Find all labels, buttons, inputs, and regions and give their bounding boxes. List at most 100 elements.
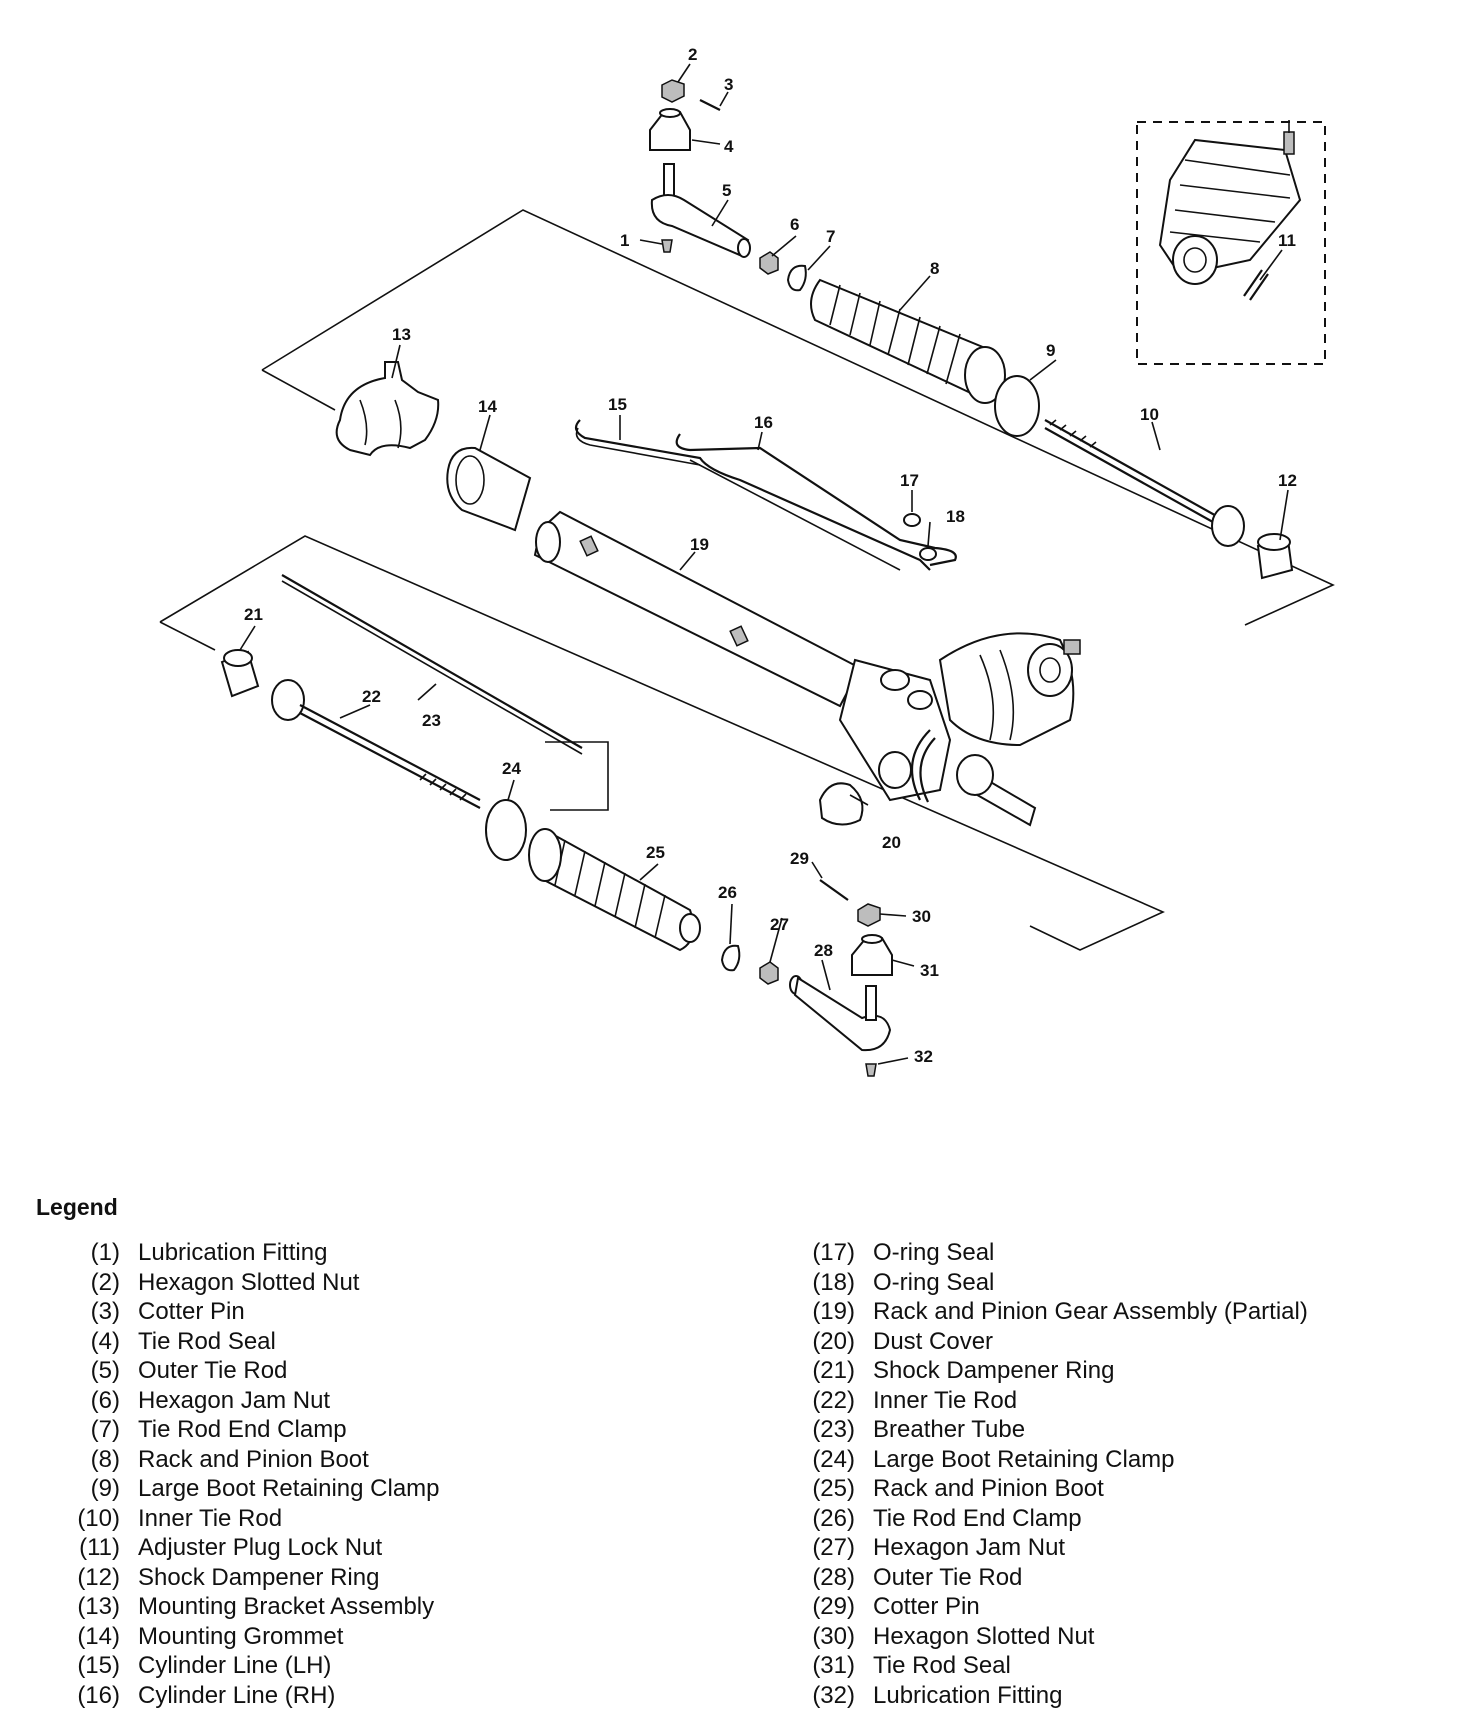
legend-item: (23) Breather Tube <box>795 1415 1308 1445</box>
legend-item: (20)Dust Cover <box>795 1327 1308 1357</box>
legend-item-label: Breather Tube <box>873 1416 1026 1443</box>
legend-item: (17)O-ring Seal <box>795 1238 1308 1268</box>
legend-item-number: (30) <box>812 1622 855 1650</box>
legend-item-number: (28) <box>812 1563 855 1591</box>
legend-item-label: Hexagon Slotted Nut <box>873 1622 1095 1650</box>
legend-item: (19)Rack and Pinion Gear Assembly (Parti… <box>795 1297 1308 1327</box>
legend-item: (21)Shock Dampener Ring <box>795 1356 1308 1386</box>
legend-item-number: (10) <box>77 1504 120 1532</box>
legend-item: (11)Adjuster Plug Lock Nut <box>60 1533 440 1563</box>
legend-item-label: Lubrication Fitting <box>138 1239 328 1266</box>
legend-item: (8)Rack and Pinion Boot <box>60 1445 440 1475</box>
legend-item-number: (5) <box>90 1357 120 1384</box>
legend-item: (2)Hexagon Slotted Nut <box>60 1268 440 1298</box>
o-ring-17 <box>903 513 921 527</box>
callout-11: 11 <box>1278 231 1296 250</box>
legend-item: (14) Mounting Grommet <box>60 1622 440 1652</box>
legend-item-label: Tie Rod End Clamp <box>138 1416 347 1443</box>
legend-item-label: Dust Cover <box>873 1327 994 1355</box>
legend-item-number: (13) <box>77 1593 120 1620</box>
callout-31: 31 <box>920 961 939 980</box>
legend-item-label: Cotter Pin <box>138 1298 245 1325</box>
legend-column-left: (1) Lubrication Fitting(2)Hexagon Slotted… <box>60 1238 440 1711</box>
inner-tie-rod-10 <box>1044 419 1245 547</box>
tie-rod-seal-31 <box>851 934 893 976</box>
legend-item-label: Cotter Pin <box>873 1593 980 1620</box>
callout-12: 12 <box>1278 471 1297 490</box>
legend-item-label: O-ring Seal <box>873 1268 995 1296</box>
large-boot-clamp-24 <box>485 799 527 861</box>
outer-tie-rod-5 <box>650 163 751 258</box>
legend-item: (18) O-ring Seal <box>795 1268 1308 1298</box>
callout-23: 23 <box>422 711 441 730</box>
legend-item: (30) Hexagon Slotted Nut <box>795 1622 1308 1652</box>
legend-item: (6)Hexagon Jam Nut <box>60 1386 440 1416</box>
legend-item-number: (23) <box>812 1416 855 1443</box>
inner-tie-rod-22 <box>271 679 481 809</box>
legend-item-number: (22) <box>812 1386 855 1414</box>
legend-item: (16)Cylinder Line (RH) <box>60 1681 440 1711</box>
callout-24: 24 <box>502 759 521 778</box>
tie-rod-seal-4 <box>649 108 691 151</box>
legend-item-label: Large Boot Retaining Clamp <box>138 1475 440 1502</box>
callout-16: 16 <box>754 413 773 432</box>
legend-item-number: (9) <box>90 1475 120 1502</box>
callout-20: 20 <box>882 833 901 852</box>
legend-item: (1) Lubrication Fitting <box>60 1238 440 1268</box>
callout-5: 5 <box>722 181 731 200</box>
legend-item: (31) Tie Rod Seal <box>795 1651 1308 1681</box>
callout-14: 14 <box>478 397 497 416</box>
legend-item-number: (18) <box>812 1268 855 1296</box>
legend-item-label: Outer Tie Rod <box>873 1563 1023 1591</box>
legend-item: (26)Tie Rod End Clamp <box>795 1504 1308 1534</box>
legend-item-label: Cylinder Line (LH) <box>138 1652 332 1679</box>
legend-item: (27)Hexagon Jam Nut <box>795 1533 1308 1563</box>
legend-item-label: Tie Rod Seal <box>873 1652 1011 1679</box>
large-boot-clamp-9 <box>994 375 1040 437</box>
legend-column-right: (17)O-ring Seal(18) O-ring Seal(19)Rack a… <box>795 1238 1308 1710</box>
shock-dampener-ring-21 <box>220 649 260 698</box>
legend-item-label: Mounting Grommet <box>138 1622 344 1650</box>
legend-item-number: (16) <box>77 1681 120 1709</box>
callout-13: 13 <box>392 325 411 344</box>
callout-30: 30 <box>912 907 931 926</box>
legend-item-number: (32) <box>812 1681 855 1709</box>
legend-item-label: Rack and Pinion Gear Assembly (Partial) <box>873 1298 1308 1325</box>
legend-item-label: Hexagon Slotted Nut <box>138 1268 360 1296</box>
legend-item-label: Adjuster Plug Lock Nut <box>138 1534 383 1561</box>
legend-item: (10) Inner Tie Rod <box>60 1504 440 1534</box>
dust-cover-20 <box>818 782 864 826</box>
callout-6: 6 <box>790 215 799 234</box>
mounting-bracket-13 <box>335 361 440 457</box>
o-ring-18 <box>919 547 937 561</box>
callout-21: 21 <box>244 605 263 624</box>
legend-item-number: (6) <box>90 1386 120 1414</box>
legend-item-label: Inner Tie Rod <box>138 1504 283 1532</box>
legend-item-label: Shock Dampener Ring <box>138 1563 380 1591</box>
legend-item-label: Mounting Bracket Assembly <box>138 1593 435 1620</box>
callout-32: 32 <box>914 1047 933 1066</box>
cotter-pin-3 <box>699 99 721 111</box>
cylinder-line-lh-15 <box>574 419 931 571</box>
legend-item-number: (1) <box>90 1239 120 1266</box>
legend-item-label: Large Boot Retaining Clamp <box>873 1445 1175 1473</box>
breather-tube-23 <box>281 574 583 749</box>
legend-item: (24)Large Boot Retaining Clamp <box>795 1445 1308 1475</box>
legend-title: Legend <box>36 1194 118 1220</box>
legend-item-number: (4) <box>90 1327 120 1355</box>
legend-item-number: (14) <box>77 1622 120 1650</box>
legend-item-number: (7) <box>90 1416 120 1443</box>
callout-7: 7 <box>826 227 835 246</box>
legend-item: (12)Shock Dampener Ring <box>60 1563 440 1593</box>
callout-17: 17 <box>900 471 919 490</box>
legend-item-number: (31) <box>812 1652 855 1679</box>
callout-19: 19 <box>690 535 709 554</box>
callout-29: 29 <box>790 849 809 868</box>
callout-labels: 2 3 4 5 1 6 7 8 9 10 11 12 13 14 15 16 1… <box>244 45 1297 1066</box>
lube-fitting-1 <box>661 239 673 253</box>
rack-pinion-gear-assembly-19 <box>533 510 1081 827</box>
rack-pinion-boot-25 <box>528 828 701 952</box>
legend-item: (22)Inner Tie Rod <box>795 1386 1308 1416</box>
shock-dampener-ring-12 <box>1256 533 1294 580</box>
legend-item: (32)Lubrication Fitting <box>795 1681 1308 1711</box>
